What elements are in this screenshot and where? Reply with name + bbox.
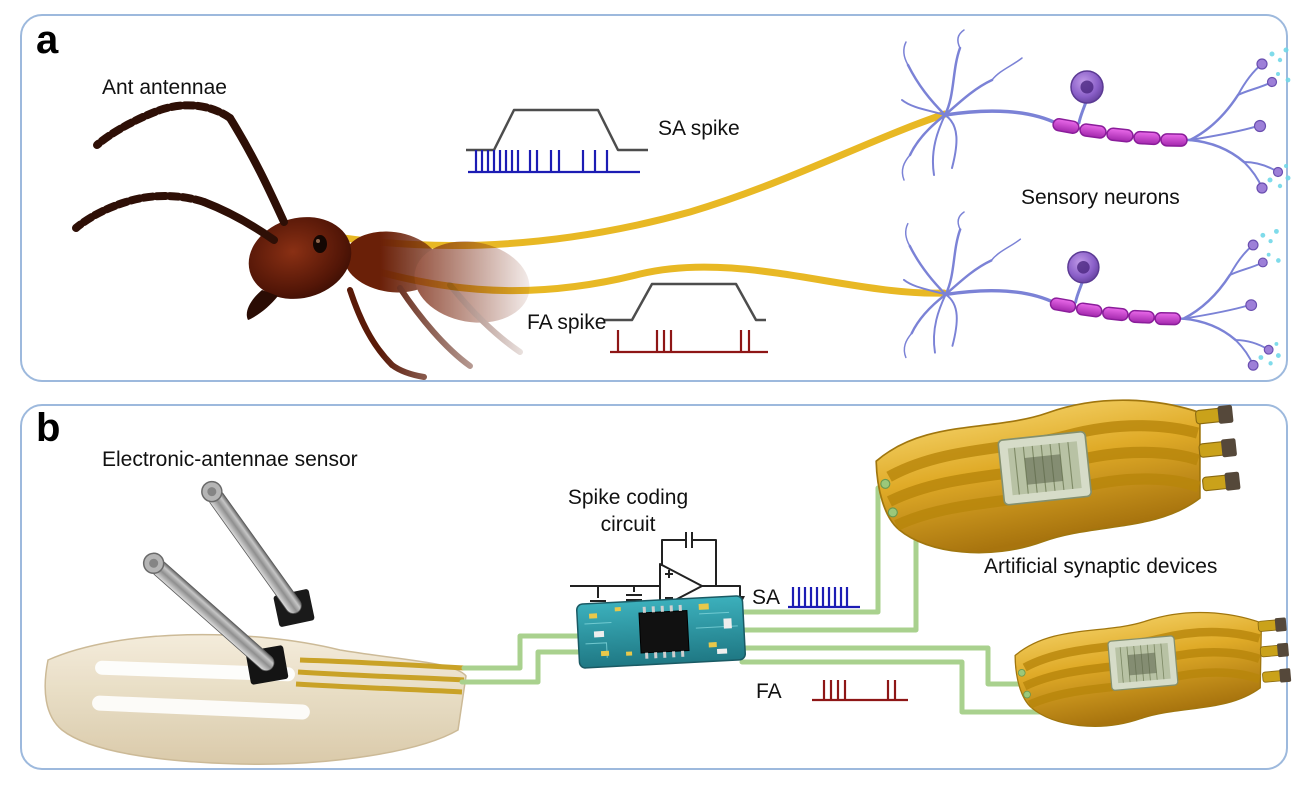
fa-stimulus-waveform [604,282,766,322]
ant-mandible [246,290,278,320]
wire-sensor-to-circuit-1 [461,633,583,671]
ant-photo [72,101,530,380]
sensory-neurons-label: Sensory neurons [1021,186,1180,209]
sa-spike-label: SA spike [658,117,740,140]
sensor-rod-1 [201,480,302,614]
panel-a-tag: a [36,18,59,62]
opamp-icon [659,563,703,609]
artificial-synaptic-device-upper [872,388,1245,564]
ant-body [344,231,530,380]
sensory-neuron-upper [900,28,1293,195]
sensory-neuron-lower [902,210,1283,372]
spike-coding-circuit-schematic [570,532,745,616]
sensor-rod-2 [142,552,275,672]
ant-antennae-label: Ant antennae [102,76,227,99]
fa-spike-train-b [812,680,908,702]
fa-spike-label: FA spike [527,311,607,334]
spike-coding-circuit-board [575,595,747,669]
wire-sensor-to-circuit-2 [459,649,583,685]
sa-spike-train-a [468,150,640,174]
nerve-fiber-upper [298,110,949,249]
artificial-synaptic-device-lower [1012,604,1293,733]
ant-antenna-upper [93,101,288,226]
wire-circuit-to-device2-b [739,659,1043,715]
ant-antenna-lower [72,192,278,244]
spike-coding-circuit-label: Spike coding circuit [567,486,689,536]
panel-b-tag: b [36,406,61,450]
sa-label: SA [752,586,781,609]
ant-eye [313,235,327,253]
sa-spike-train-b [788,587,860,609]
electronic-antennae-sensor-photo [44,480,467,765]
microcontroller-chip [638,610,690,654]
artificial-synaptic-devices-label: Artificial synaptic devices [984,555,1218,578]
sensor-gold-traces [295,657,465,695]
fa-label: FA [756,680,782,703]
sa-stimulus-waveform [466,108,648,152]
fa-spike-train-a [610,330,768,354]
electronic-antennae-sensor-label: Electronic-antennae sensor [102,448,358,471]
wire-circuit-to-device2-a [739,645,1037,687]
